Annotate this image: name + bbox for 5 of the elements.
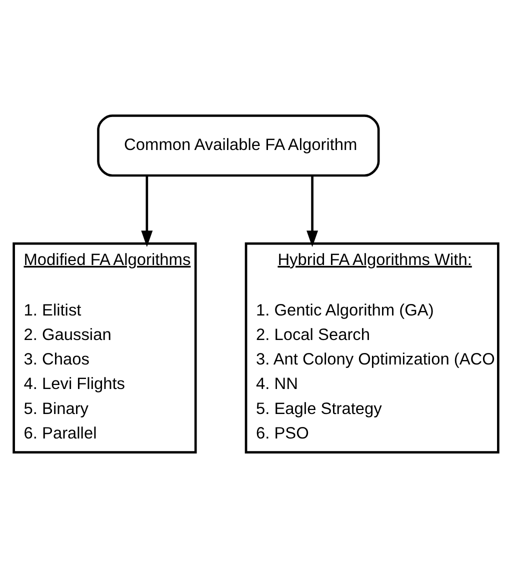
- node-box: Modified FA Algorithms 1. Elitist 2. Gaussian 3. Chaos 4. Levi Flights 5. Binary 6. Parallel: [12, 242, 196, 453]
- node-box: Common Available FA Algorithm: [96, 114, 380, 176]
- arrow: [306, 175, 318, 247]
- node-box: Hybrid FA Algorithms With: 1. Gentic Algorithm (GA) 2. Local Search 3. Ant Colony Optimization (ACO 4. NN 5. Eagle Strategy 6. PSO: [244, 242, 499, 453]
- arrow: [140, 175, 152, 247]
